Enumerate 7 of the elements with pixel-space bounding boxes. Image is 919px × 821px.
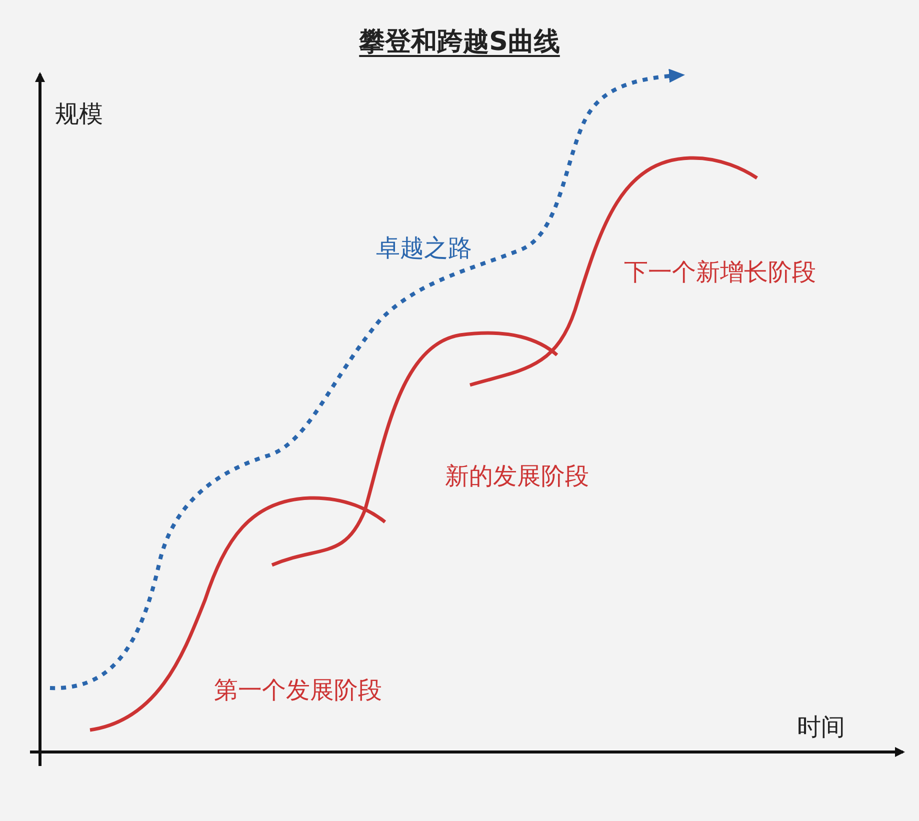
curve-label: 第一个发展阶段 [214, 675, 382, 706]
axis-label: 规模 [55, 99, 103, 130]
axis-label: 时间 [797, 712, 845, 743]
diagram-title: 攀登和跨越S曲线 [359, 27, 560, 57]
curve-label: 下一个新增长阶段 [624, 257, 816, 288]
curve-label: 新的发展阶段 [445, 461, 589, 492]
curve-label: 卓越之路 [376, 233, 472, 264]
